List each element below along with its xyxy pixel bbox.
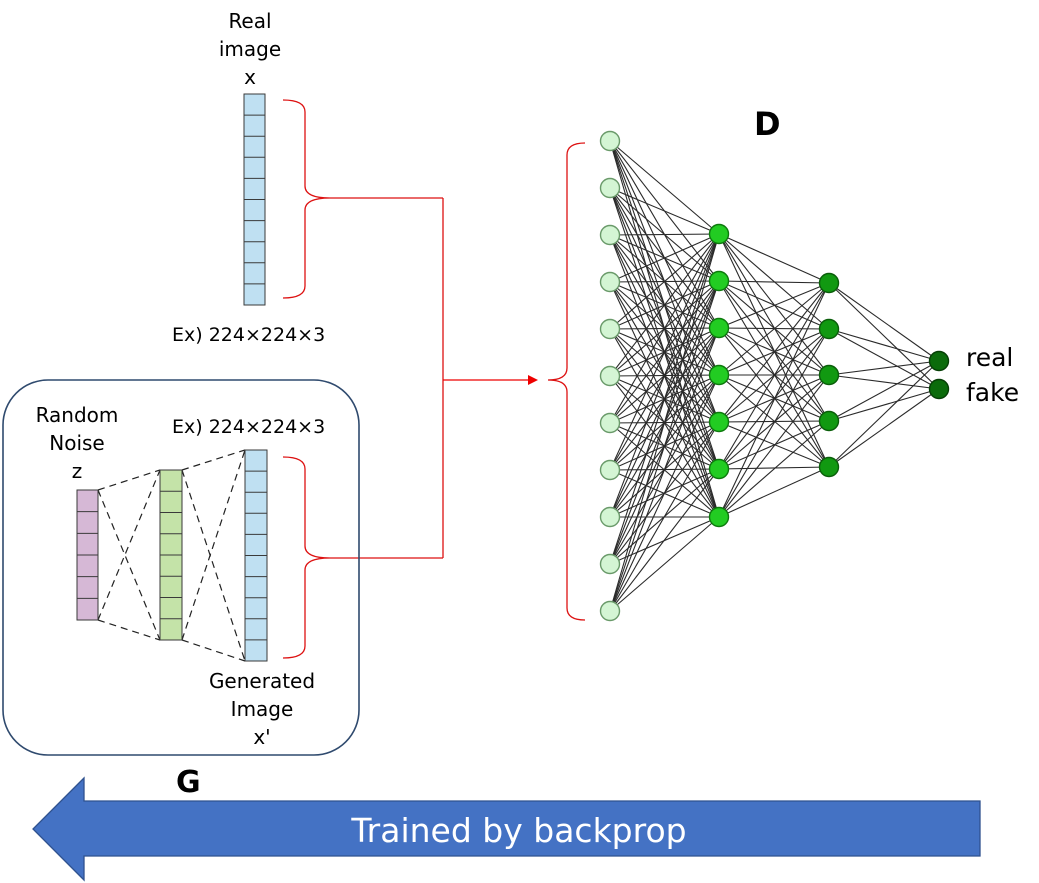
nn-connection bbox=[718, 374, 830, 518]
nn-connection bbox=[609, 374, 720, 612]
nn-neuron-layer-2 bbox=[708, 270, 730, 292]
nn-connection bbox=[828, 282, 940, 362]
nn-connection bbox=[609, 327, 720, 612]
nn-neuron-layer-2 bbox=[708, 364, 730, 386]
nn-neuron-layer-2 bbox=[708, 411, 730, 433]
nn-connection bbox=[718, 420, 830, 518]
nn-connection bbox=[828, 388, 940, 468]
nn-neuron-layer-1 bbox=[599, 271, 621, 293]
nn-neuron-layer-2 bbox=[708, 458, 730, 480]
nn-neuron-layer-3 bbox=[818, 364, 840, 386]
output-label-fake: fake bbox=[966, 378, 1019, 407]
nn-connection bbox=[609, 468, 720, 612]
nn-connection bbox=[609, 233, 720, 377]
noise-vector bbox=[76, 489, 99, 621]
output-label-real: real bbox=[966, 343, 1013, 372]
discriminator-title: D bbox=[754, 105, 781, 143]
nn-neuron-layer-1 bbox=[599, 553, 621, 575]
generator-title: G bbox=[176, 765, 201, 800]
nn-neuron-layer-1 bbox=[599, 224, 621, 246]
nn-connection bbox=[718, 282, 830, 376]
discriminator-input-bracket bbox=[547, 142, 586, 621]
generated-image-bracket bbox=[282, 456, 331, 659]
nn-neuron-layer-4 bbox=[928, 378, 950, 400]
nn-connection bbox=[609, 233, 720, 565]
generator-hidden-vector bbox=[159, 469, 183, 641]
generator-dashed-connections bbox=[97, 449, 246, 662]
nn-neuron-layer-1 bbox=[599, 177, 621, 199]
nn-connection bbox=[609, 187, 720, 235]
nn-connection bbox=[718, 282, 830, 470]
real-image-label-line-2: image bbox=[219, 37, 281, 61]
nn-neuron-layer-3 bbox=[818, 456, 840, 478]
nn-neuron-layer-1 bbox=[599, 506, 621, 528]
nn-connection bbox=[718, 233, 830, 284]
nn-connection bbox=[609, 233, 720, 330]
nn-neuron-layer-1 bbox=[599, 130, 621, 152]
nn-connection bbox=[609, 280, 720, 612]
nn-connection bbox=[828, 374, 940, 390]
generator-box bbox=[2, 379, 360, 756]
nn-connection bbox=[609, 516, 720, 612]
nn-connection bbox=[718, 282, 830, 423]
nn-connection bbox=[828, 328, 940, 390]
real-image-bracket bbox=[282, 99, 331, 299]
real-image-size-label: Ex) 224×224×3 bbox=[172, 324, 325, 346]
nn-connection bbox=[718, 282, 830, 329]
nn-connection bbox=[828, 328, 940, 362]
nn-connection bbox=[718, 282, 830, 518]
nn-neuron-layer-1 bbox=[599, 365, 621, 387]
backprop-arrow bbox=[32, 776, 981, 882]
nn-connection bbox=[718, 466, 830, 518]
discriminator-neurons bbox=[599, 130, 950, 622]
generated-label-line-1: Generated bbox=[209, 669, 315, 693]
nn-neuron-layer-3 bbox=[818, 272, 840, 294]
real-image-vector bbox=[243, 93, 266, 306]
nn-connection bbox=[609, 233, 720, 471]
nn-neuron-layer-1 bbox=[599, 318, 621, 340]
nn-connection bbox=[828, 388, 940, 422]
nn-connection bbox=[718, 420, 830, 470]
nn-connection bbox=[609, 233, 720, 424]
generated-image-vector bbox=[244, 449, 268, 662]
nn-neuron-layer-4 bbox=[928, 350, 950, 372]
nn-connection bbox=[718, 280, 830, 284]
nn-connection bbox=[828, 360, 940, 376]
nn-connection bbox=[609, 233, 720, 283]
generated-label-line-3: x' bbox=[253, 725, 270, 749]
nn-connection bbox=[828, 360, 940, 422]
nn-neuron-layer-3 bbox=[818, 410, 840, 432]
nn-neuron-layer-1 bbox=[599, 459, 621, 481]
real-image-label-line-1: Real bbox=[228, 9, 271, 33]
nn-neuron-layer-3 bbox=[818, 318, 840, 340]
nn-neuron-layer-2 bbox=[708, 506, 730, 528]
nn-neuron-layer-2 bbox=[708, 223, 730, 245]
nn-connection bbox=[718, 466, 830, 470]
noise-label-line-2: Noise bbox=[49, 431, 104, 455]
generator-size-label: Ex) 224×224×3 bbox=[172, 416, 325, 438]
nn-connection bbox=[609, 421, 720, 612]
nn-connection bbox=[609, 233, 720, 612]
noise-label-line-1: Random bbox=[36, 403, 119, 427]
noise-label-line-3: z bbox=[72, 459, 83, 483]
nn-connection bbox=[718, 328, 830, 518]
nn-connection bbox=[828, 360, 940, 468]
nn-connection bbox=[609, 233, 720, 518]
real-image-label-line-3: x bbox=[244, 65, 256, 89]
discriminator-connections bbox=[609, 140, 940, 612]
nn-connection bbox=[609, 140, 720, 235]
nn-neuron-layer-1 bbox=[599, 600, 621, 622]
backprop-arrow-label: Trained by backprop bbox=[350, 811, 686, 850]
nn-neuron-layer-2 bbox=[708, 317, 730, 339]
nn-connection bbox=[609, 233, 720, 236]
generated-label-line-2: Image bbox=[231, 697, 294, 721]
nn-neuron-layer-1 bbox=[599, 412, 621, 434]
